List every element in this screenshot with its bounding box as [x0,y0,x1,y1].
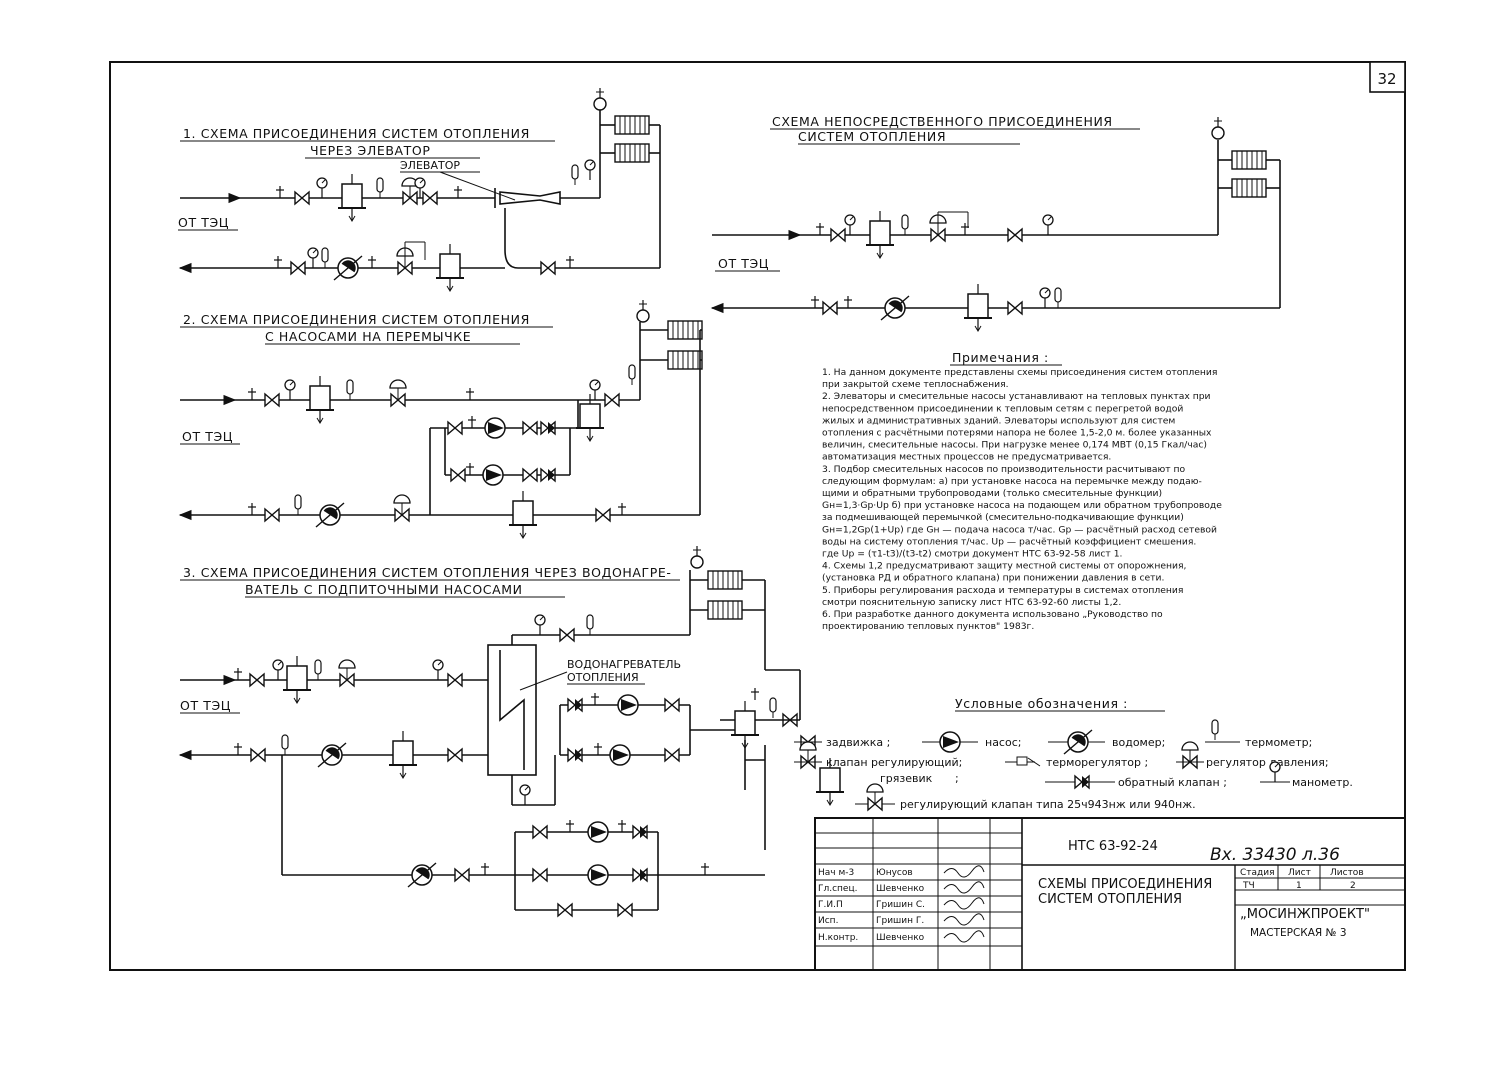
workshop: МАСТЕРСКАЯ № 3 [1250,927,1347,939]
stage-header: Стадия [1240,868,1275,878]
signature [943,930,985,943]
title-block-name: Шевченко [876,933,925,943]
legend-pressure-reg: регулятор давления; [1206,756,1329,769]
note-line: Gн=1,2Gр(1+Uр) где Gн — подача насоса т/… [822,524,1217,535]
organization: „МОСИНЖПРОЕКТ" [1240,907,1370,922]
note-line: (установка РД и обратного клапана) при п… [822,573,1164,584]
sheet-header: Лист [1288,868,1311,878]
note-line: следующим формулам: а) при установке нас… [822,476,1202,487]
note-line: воды на систему отопления т/час. Uр — ра… [822,536,1196,547]
title-block-name: Шевченко [876,884,925,894]
signature [943,913,985,926]
title-block-role: Исп. [818,916,838,926]
scheme-4-title-line1: СХЕМА НЕПОСРЕДСТВЕННОГО ПРИСОЕДИНЕНИЯ [772,114,1113,129]
note-line: где Uр = (τ1-t3)/(t3-t2) смотри документ… [822,549,1122,560]
title-block-role: Н.контр. [818,933,858,943]
scheme-4: СХЕМА НЕПОСРЕДСТВЕННОГО ПРИСОЕДИНЕНИЯ СИ… [710,114,1281,332]
doc-code: НТС 63-92-24 [1068,839,1158,854]
sheets-value: 2 [1350,881,1356,891]
title-block-name: Гришин С. [876,900,925,910]
sheet-value: 1 [1296,881,1302,891]
note-line: величин, смесительные насосы. При нагруз… [822,440,1207,451]
legend-pump: насос; [985,736,1021,749]
sheet-frame [109,61,1406,971]
note-line: жилых и административных зданий. Элевато… [822,415,1175,426]
note-line: 3. Подбор смесительных насосов по произв… [822,464,1186,475]
elevator-label: ЭЛЕВАТОР [400,159,460,172]
scheme-4-title-line2: СИСТЕМ ОТОПЛЕНИЯ [798,129,946,144]
heater-label-2: ОТОПЛЕНИЯ [567,671,639,684]
signature [943,897,985,910]
scheme-4-source: ОТ ТЭЦ [718,256,769,271]
scheme-3-title-line2: ВАТЕЛЬ С ПОДПИТОЧНЫМИ НАСОСАМИ [245,582,523,597]
signature [943,881,985,894]
notes-block: Примечания : 1. На данном документе пред… [822,350,1222,632]
stage-value: ТЧ [1242,881,1255,891]
note-line: за подмешивающей перемычкой (смесительно… [822,512,1184,523]
legend-meter: водомер; [1112,736,1165,749]
drawing-title-1: СХЕМЫ ПРИСОЕДИНЕНИЯ [1038,877,1212,892]
note-line: 2. Элеваторы и смесительные насосы устан… [822,391,1211,402]
page-number-box [1369,61,1406,93]
drawing-title-2: СИСТЕМ ОТОПЛЕНИЯ [1038,892,1182,907]
scheme-1-title-line2: ЧЕРЕЗ ЭЛЕВАТОР [310,143,430,158]
scheme-1-source: ОТ ТЭЦ [178,215,229,230]
legend-thermometer: термометр; [1245,736,1312,749]
title-block-name: Юнусов [876,868,913,878]
sheets-header: Листов [1330,868,1364,878]
note-line: 5. Приборы регулирования расхода и темпе… [822,585,1183,596]
inv-number: Вх. 33430 л.36 [1210,845,1340,865]
scheme-2-title-line2: С НАСОСАМИ НА ПЕРЕМЫЧКЕ [265,329,471,344]
heater-label-1: ВОДОНАГРЕВАТЕЛЬ [567,658,681,671]
legend-semicolon: ; [955,772,959,785]
scheme-2-title-line1: 2. СХЕМА ПРИСОЕДИНЕНИЯ СИСТЕМ ОТОПЛЕНИЯ [183,312,530,327]
legend-strainer: грязевик [880,772,933,785]
note-line: щими и обратными трубопроводами (только … [822,488,1162,499]
legend-reg-valve-type: регулирующий клапан типа 25ч943нж или 94… [900,798,1196,811]
legend-check-valve: обратный клапан ; [1118,776,1227,789]
note-line: непосредственном присоединении к тепловы… [822,403,1183,414]
page-number: 32 [1377,70,1396,88]
scheme-2: 2. СХЕМА ПРИСОЕДИНЕНИЯ СИСТЕМ ОТОПЛЕНИЯ … [178,299,703,539]
notes-heading: Примечания : [952,350,1049,365]
scheme-1-title-line1: 1. СХЕМА ПРИСОЕДИНЕНИЯ СИСТЕМ ОТОПЛЕНИЯ [183,126,530,141]
note-line: автоматизация местных процессов не преду… [822,452,1111,463]
note-line: при закрытой схеме теплоснабжения. [822,379,1009,390]
legend-thermoregulator: терморегулятор ; [1046,756,1148,769]
legend-heading: Условные обозначения : [955,696,1128,711]
scheme-2-source: ОТ ТЭЦ [182,429,233,444]
legend-manometer: манометр. [1292,776,1353,789]
title-block-role: Г.И.П [818,900,843,910]
legend-valve: задвижка ; [826,736,890,749]
scheme-3: 3. СХЕМА ПРИСОЕДИНЕНИЯ СИСТЕМ ОТОПЛЕНИЯ … [178,545,801,917]
note-line: 6. При разработке данного документа испо… [822,609,1163,620]
title-block-role: Гл.спец. [818,884,857,894]
scheme-1: 1. СХЕМА ПРИСОЕДИНЕНИЯ СИСТЕМ ОТОПЛЕНИЯ … [178,87,661,292]
note-line: смотри пояснительную записку лист НТС 63… [822,597,1121,608]
note-line: проектированию тепловых пунктов" 1983г. [822,621,1034,632]
title-block-name: Гришин Г. [876,916,924,926]
note-line: отопления с расчётными потерями напора н… [822,428,1212,439]
note-line: Gн=1,3·Gр·Uр б) при установке насоса на … [822,500,1222,511]
scheme-3-source: ОТ ТЭЦ [180,698,231,713]
note-line: 4. Схемы 1,2 предусматривают защиту мест… [822,561,1187,572]
legend: Условные обозначения : задвижка ; насос;… [794,696,1353,811]
signature [943,865,985,878]
legend-reg-valve: клапан регулирующий; [826,756,962,769]
notes-lines: 1. На данном документе представлены схем… [822,367,1222,632]
title-block-role: Нач м-3 [818,868,854,878]
scheme-3-title-line1: 3. СХЕМА ПРИСОЕДИНЕНИЯ СИСТЕМ ОТОПЛЕНИЯ … [183,565,672,580]
note-line: 1. На данном документе представлены схем… [822,367,1217,378]
